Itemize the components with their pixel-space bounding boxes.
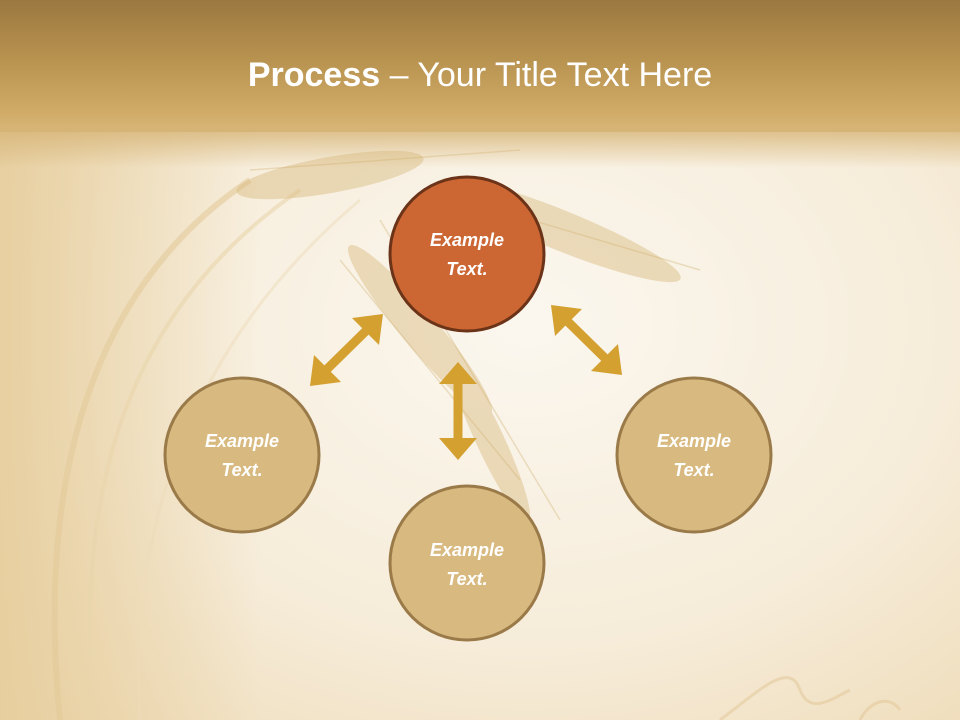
process-node-left: Example Text. [163, 376, 321, 534]
node-label-line2: Text. [446, 569, 487, 589]
node-circle [388, 175, 546, 333]
node-label-line2: Text. [673, 460, 714, 480]
title-rest: Your Title Text Here [417, 56, 713, 94]
process-node-bottom: Example Text. [388, 484, 546, 642]
title-separator: – [380, 56, 418, 94]
node-circle [388, 484, 546, 642]
node-label-line2: Text. [446, 259, 487, 279]
node-label-line1: Example [657, 431, 731, 451]
node-label-line1: Example [430, 540, 504, 560]
title-strong: Process [247, 56, 381, 94]
node-circle [163, 376, 321, 534]
node-label-line1: Example [430, 230, 504, 250]
arrow-center-left [310, 314, 383, 386]
arrow-center-bottom [439, 362, 477, 460]
title-bar-fade [0, 128, 960, 168]
process-node-center: Example Text. [388, 175, 546, 333]
node-label-line1: Example [205, 431, 279, 451]
node-label-line2: Text. [221, 460, 262, 480]
title-bar [0, 0, 960, 132]
node-circle [615, 376, 773, 534]
slide-title: Process – Your Title Text Here [0, 52, 960, 98]
process-node-right: Example Text. [615, 376, 773, 534]
arrow-center-right [551, 305, 622, 375]
